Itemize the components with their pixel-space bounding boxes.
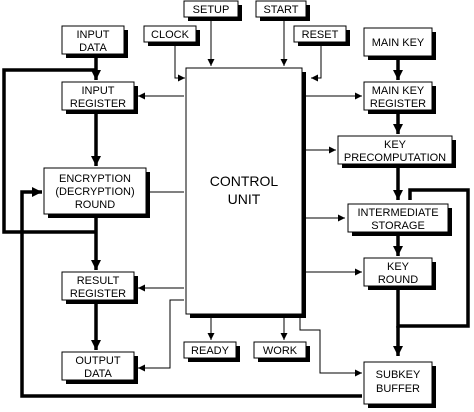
box-input-register: INPUT REGISTER <box>61 81 138 114</box>
box-work: WORK <box>253 341 310 362</box>
main-key-register-line1: MAIN KEY <box>372 85 425 97</box>
thick-data-paths <box>2 56 470 398</box>
box-input-data: INPUT DATA <box>61 25 128 58</box>
box-ready: READY <box>183 341 240 362</box>
round-line3: ROUND <box>75 199 115 211</box>
thin-connectors <box>138 18 362 377</box>
box-setup: SETUP <box>183 0 242 21</box>
input-register-line1: INPUT <box>82 85 115 97</box>
box-key-precomputation: KEY PRECOMPUTATION <box>337 135 456 168</box>
box-result-register: RESULT REGISTER <box>61 271 138 304</box>
control-unit-line2: UNIT <box>228 191 261 207</box>
box-clock: CLOCK <box>143 25 200 46</box>
round-line1: ENCRYPTION <box>59 173 131 185</box>
reset-label: RESET <box>302 29 339 41</box>
work-label: WORK <box>263 345 298 357</box>
box-main-key: MAIN KEY <box>363 27 436 60</box>
box-control-unit: CONTROL UNIT <box>185 67 306 318</box>
key-precomputation-line1: KEY <box>384 139 407 151</box>
result-register-line2: REGISTER <box>70 288 126 300</box>
intermediate-storage-line1: INTERMEDIATE <box>357 207 438 219</box>
main-key-label: MAIN KEY <box>372 37 425 49</box>
box-reset: RESET <box>293 25 350 46</box>
clock-label: CLOCK <box>151 29 190 41</box>
subkey-buffer-line1: SUBKEY <box>376 369 421 381</box>
result-register-line1: RESULT <box>77 275 120 287</box>
box-encryption-round: ENCRYPTION (DECRYPTION) ROUND <box>43 167 150 218</box>
control-unit-line1: CONTROL <box>210 173 279 189</box>
key-round-line1: KEY <box>387 261 410 273</box>
round-line2: (DECRYPTION) <box>55 186 134 198</box>
ready-label: READY <box>191 345 230 357</box>
input-register-line2: REGISTER <box>70 98 126 110</box>
input-data-line1: INPUT <box>77 29 110 41</box>
input-data-line2: DATA <box>79 42 107 54</box>
key-round-line2: ROUND <box>378 274 418 286</box>
subkey-buffer-line2: BUFFER <box>376 383 420 395</box>
output-data-line1: OUTPUT <box>75 355 121 367</box>
intermediate-storage-line2: STORAGE <box>371 220 425 232</box>
output-data-line2: DATA <box>84 368 112 380</box>
setup-label: SETUP <box>193 4 230 16</box>
box-intermediate-storage: INTERMEDIATE STORAGE <box>347 203 452 236</box>
box-output-data: OUTPUT DATA <box>61 351 138 384</box>
key-precomputation-line2: PRECOMPUTATION <box>344 152 446 164</box>
box-main-key-register: MAIN KEY REGISTER <box>363 81 436 114</box>
main-key-register-line2: REGISTER <box>370 98 426 110</box>
box-start: START <box>255 0 310 21</box>
box-key-round: KEY ROUND <box>363 257 436 290</box>
box-subkey-buffer: SUBKEY BUFFER <box>363 361 436 408</box>
start-label: START <box>263 4 298 16</box>
